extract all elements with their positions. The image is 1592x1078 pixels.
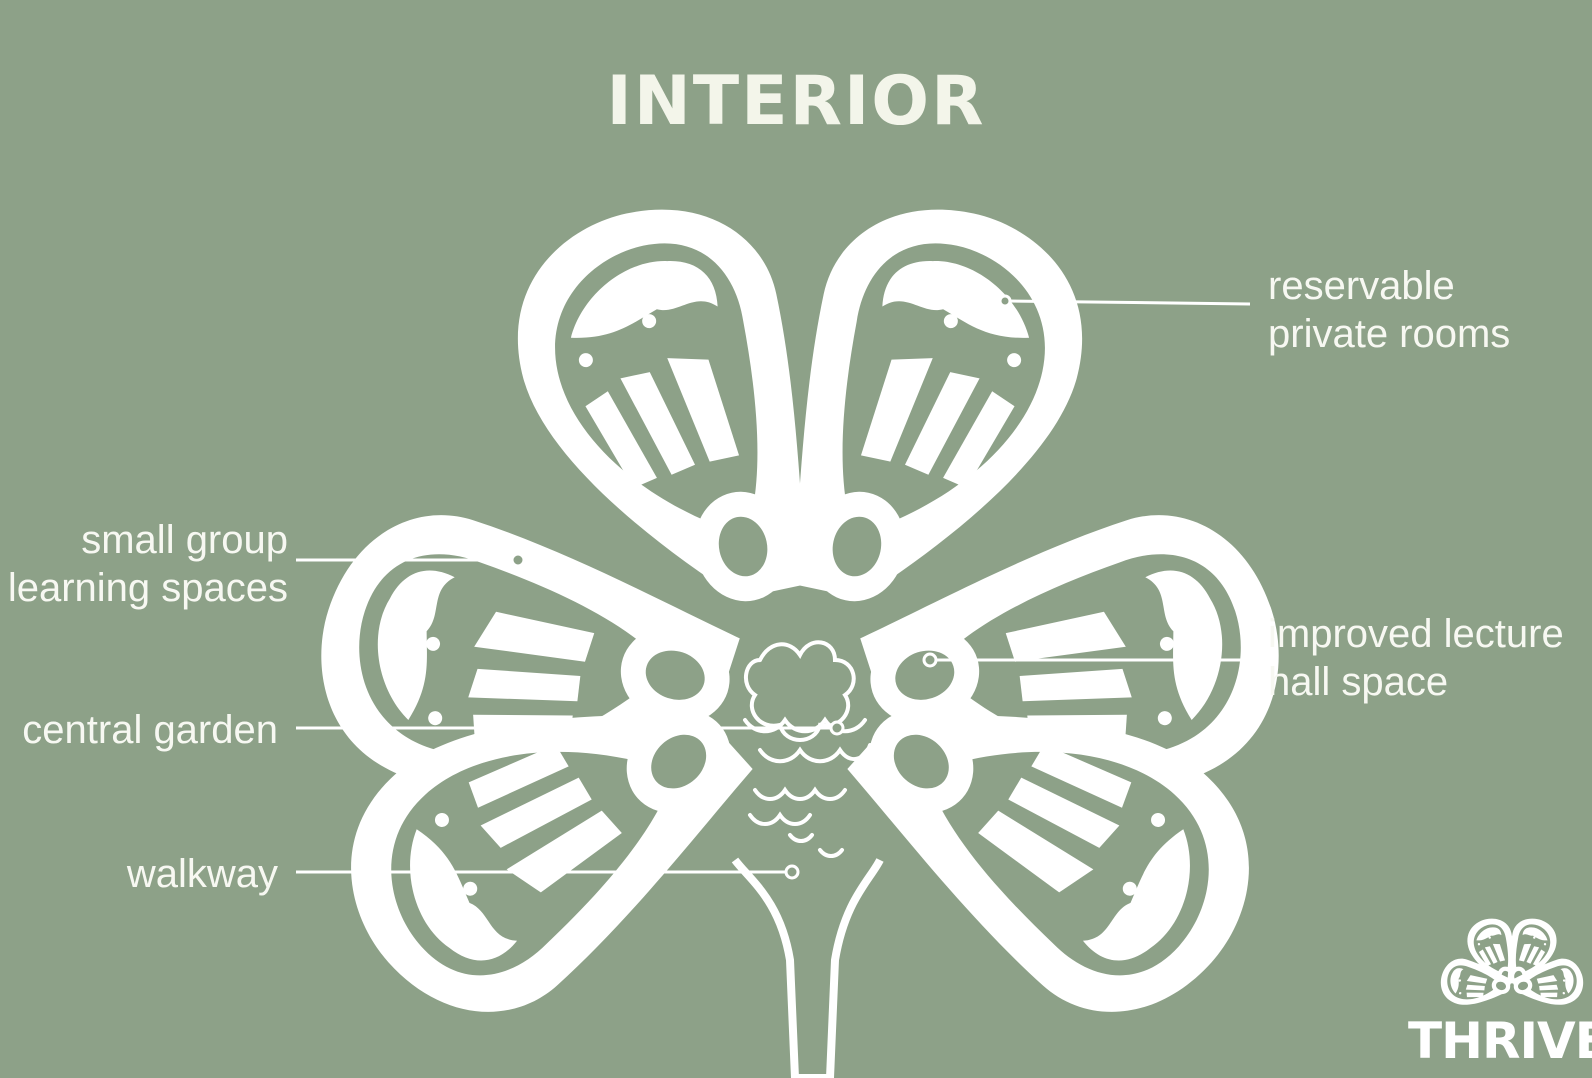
label-central-garden: central garden	[0, 706, 278, 754]
label-lecture-hall: improved lecture hall space	[1268, 610, 1564, 706]
callout-lines	[296, 294, 1251, 880]
label-small-group: small group learning spaces	[0, 516, 288, 612]
central-garden-icon	[743, 640, 872, 858]
flower-petals	[286, 186, 1314, 1059]
label-lecture-hall-line1: improved lecture	[1268, 612, 1564, 656]
label-small-group-line1: small group	[81, 518, 288, 562]
label-lecture-hall-line2: hall space	[1268, 660, 1449, 704]
flower-stem	[731, 857, 884, 1078]
thrive-logo-icon	[1434, 914, 1590, 1018]
label-private-rooms: reservable private rooms	[1268, 262, 1510, 358]
diagram-title: INTERIOR	[606, 62, 986, 141]
label-private-rooms-line2: private rooms	[1268, 312, 1511, 356]
label-walkway: walkway	[0, 850, 278, 898]
label-private-rooms-line1: reservable	[1268, 264, 1455, 308]
label-small-group-line2: learning spaces	[7, 566, 288, 610]
label-walkway-text: walkway	[126, 852, 278, 896]
label-central-garden-text: central garden	[22, 708, 278, 752]
brand-name: THRIVE	[1408, 1012, 1592, 1070]
